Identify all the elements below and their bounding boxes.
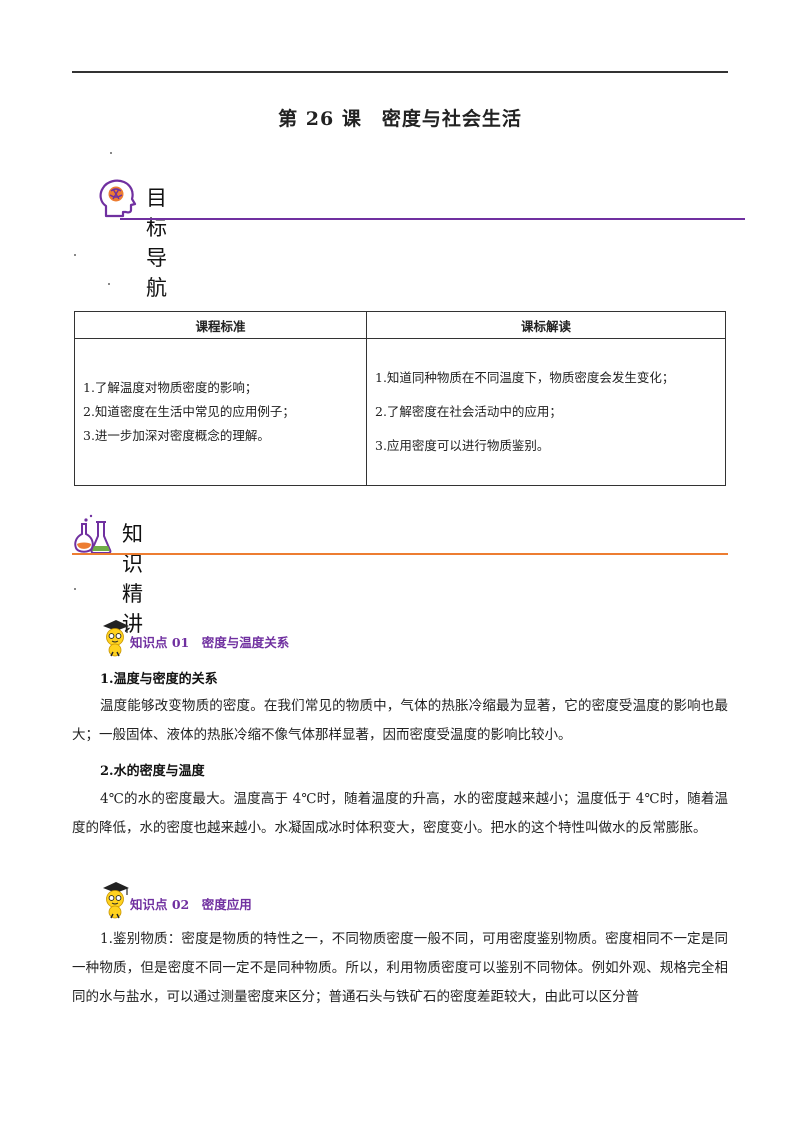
knowledge-point-title: 知识点 02 密度应用: [130, 897, 252, 912]
paragraph: 1.鉴别物质：密度是物质的特性之一，不同物质密度一般不同，可用密度鉴别物质。密度…: [72, 931, 728, 1005]
curriculum-table: 课程标准 课标解读 1.了解温度对物质密度的影响； 2.知道密度在生活中常见的应…: [74, 311, 726, 486]
page-title: 第 26 课 密度与社会生活: [278, 108, 522, 130]
list-item: 1.知道同种物质在不同温度下，物质密度会发生变化；: [375, 370, 675, 385]
paragraph: 温度能够改变物质的密度。在我们常见的物质中，气体的热胀冷缩最为显著，它的密度受温…: [72, 698, 728, 743]
list-item: 2.了解密度在社会活动中的应用；: [375, 404, 562, 419]
paragraph: 4℃的水的密度最大。温度高于 4℃时，随着温度的升高，水的密度越来越小；温度低于…: [72, 791, 728, 836]
sub-heading: 1.温度与密度的关系: [100, 672, 218, 687]
paragraph-mark: [74, 254, 76, 256]
sub-heading: 2.水的密度与温度: [100, 764, 205, 779]
table-header: 课程标准: [74, 311, 367, 339]
table-header: 课标解读: [366, 311, 726, 339]
paragraph-mark: [108, 283, 110, 285]
paragraph-mark: [110, 152, 112, 154]
lab-flask-icon: [74, 514, 112, 554]
scholar-mascot-icon: [103, 882, 129, 919]
section-goals-title: 目标导航: [146, 186, 167, 300]
interpretations-cell: 1.知道同种物质在不同温度下，物质密度会发生变化； 2.了解密度在社会活动中的应…: [366, 338, 726, 486]
section-goals-rule: [120, 218, 745, 220]
section-knowledge-rule: [72, 553, 728, 555]
scholar-mascot-icon: [103, 620, 129, 657]
brain-head-icon: [99, 179, 137, 218]
header-rule: [72, 71, 728, 73]
list-item: 2.知道密度在生活中常见的应用例子；: [83, 404, 295, 419]
list-item: 3.进一步加深对密度概念的理解。: [83, 428, 270, 443]
standards-cell: 1.了解温度对物质密度的影响； 2.知道密度在生活中常见的应用例子； 3.进一步…: [74, 338, 367, 486]
knowledge-point-title: 知识点 01 密度与温度关系: [130, 635, 290, 650]
list-item: 1.了解温度对物质密度的影响；: [83, 380, 258, 395]
list-item: 3.应用密度可以进行物质鉴别。: [375, 438, 550, 453]
paragraph-mark: [74, 588, 76, 590]
